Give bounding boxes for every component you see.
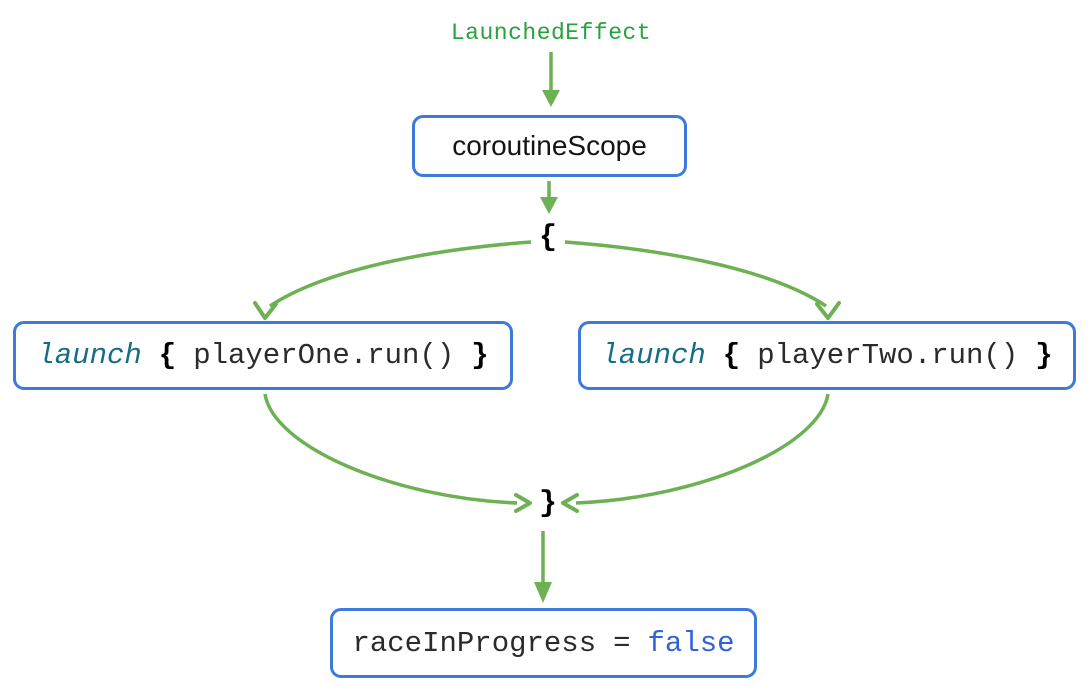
close-brace-token: } — [471, 339, 489, 372]
coroutine-scope-node: coroutineScope — [412, 115, 687, 177]
player-two-call: playerTwo.run() — [757, 339, 1019, 372]
open-brace-token: { — [722, 339, 741, 372]
launch-keyword: launch — [601, 339, 706, 372]
race-in-progress-node: raceInProgress = false — [330, 608, 757, 678]
race-in-progress-code: raceInProgress = false — [352, 627, 734, 660]
coroutine-scope-label: coroutineScope — [452, 130, 647, 161]
arrowhead-close-brace-right — [561, 493, 579, 513]
race-variable: raceInProgress — [352, 626, 597, 660]
arrowhead-into-open-brace — [540, 197, 558, 214]
launch-player-two-node: launch { playerTwo.run() } — [578, 321, 1076, 390]
arrowhead-close-brace-left — [514, 493, 532, 513]
close-brace: } — [538, 487, 558, 521]
edge-open-brace-to-launch-one — [269, 240, 532, 308]
arrowhead-into-scope — [542, 90, 560, 107]
arrowhead-into-result — [534, 582, 552, 603]
launch-player-two-code: launch { playerTwo.run() } — [601, 339, 1052, 372]
arrowhead-into-launch-two — [815, 301, 841, 320]
close-brace-token: } — [1035, 339, 1053, 372]
open-brace: { — [538, 221, 558, 255]
edge-launch-two-to-close-brace — [575, 393, 830, 505]
open-brace-token: { — [158, 339, 177, 372]
player-one-call: playerOne.run() — [193, 339, 455, 372]
launch-player-one-node: launch { playerOne.run() } — [13, 321, 513, 390]
edge-launch-one-to-close-brace — [263, 393, 518, 505]
edge-open-brace-to-launch-two — [564, 240, 827, 308]
arrowhead-into-launch-one — [253, 301, 278, 320]
launch-player-one-code: launch { playerOne.run() } — [37, 339, 488, 372]
launch-keyword: launch — [37, 339, 142, 372]
false-literal: false — [647, 626, 735, 660]
equals-operator: = — [613, 626, 631, 660]
launched-effect-label: LaunchedEffect — [450, 20, 652, 46]
